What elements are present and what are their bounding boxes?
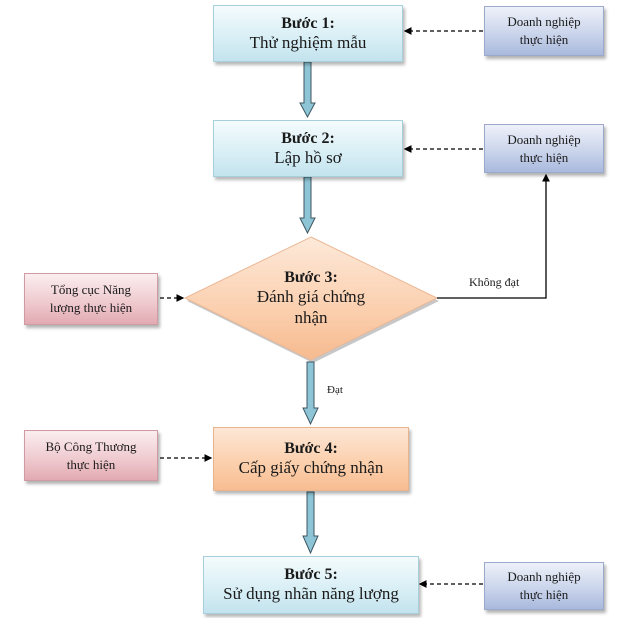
actor-line1: Bộ Công Thương <box>45 438 137 454</box>
actor-line1: Tổng cục Năng <box>50 282 132 298</box>
step-3-text-line1: Đánh giá chứng <box>256 287 366 307</box>
actor-line1: Doanh nghiệp <box>507 569 581 585</box>
step-2-text: Lập hồ sơ <box>274 147 342 167</box>
actor-line2: lượng thực hiện <box>49 300 133 315</box>
step-4-text: Cấp giấy chứng nhận <box>238 458 384 478</box>
step-1-title: Bước 1: <box>281 14 335 32</box>
step-5-text: Sử dụng nhãn năng lượng <box>223 584 399 604</box>
flow-arrow-4-5 <box>302 491 319 555</box>
actor-line2: thực hiện <box>66 456 116 472</box>
step-3-title: Bước 3: <box>284 269 338 286</box>
actor-energy-directorate[interactable]: Tổng cục Năng lượng thực hiện <box>24 273 158 325</box>
step-5-title: Bước 5: <box>284 566 338 584</box>
actor-line1: Doanh nghiệp <box>507 131 581 147</box>
step-4-box[interactable]: Bước 4: Cấp giấy chứng nhận <box>213 427 409 491</box>
step-3-label: Bước 3: Đánh giá chứng nhận <box>215 268 407 328</box>
flow-arrow-2-3 <box>299 176 316 235</box>
actor-line2: thực hiện <box>519 149 569 165</box>
actor-line1: Doanh nghiệp <box>507 14 581 30</box>
fail-loop-connector <box>437 173 550 299</box>
pass-label: Đạt <box>327 384 343 396</box>
step-3-text-line2: nhận <box>294 307 328 327</box>
fail-label: Không đạt <box>469 275 520 289</box>
step-1-text: Thử nghiệm mẫu <box>249 32 367 52</box>
flow-arrow-1-2 <box>299 61 316 119</box>
actor-enterprise-step-1[interactable]: Doanh nghiệp thực hiện <box>484 6 604 56</box>
actor-line2: thực hiện <box>519 32 569 47</box>
actor-ministry[interactable]: Bộ Công Thương thực hiện <box>24 430 158 481</box>
step-5-box[interactable]: Bước 5: Sử dụng nhãn năng lượng <box>203 556 419 614</box>
step-3-diamond[interactable] <box>183 236 439 361</box>
actor-enterprise-step-2[interactable]: Doanh nghiệp thực hiện <box>484 124 604 173</box>
actor-line2: thực hiện <box>519 587 569 602</box>
flow-arrow-3-4 <box>302 361 319 426</box>
step-4-title: Bước 4: <box>284 440 338 458</box>
step-2-title: Bước 2: <box>281 129 335 147</box>
step-1-box[interactable]: Bước 1: Thử nghiệm mẫu <box>213 5 403 62</box>
step-2-box[interactable]: Bước 2: Lập hồ sơ <box>213 120 403 177</box>
actor-enterprise-step-5[interactable]: Doanh nghiệp thực hiện <box>484 562 604 610</box>
